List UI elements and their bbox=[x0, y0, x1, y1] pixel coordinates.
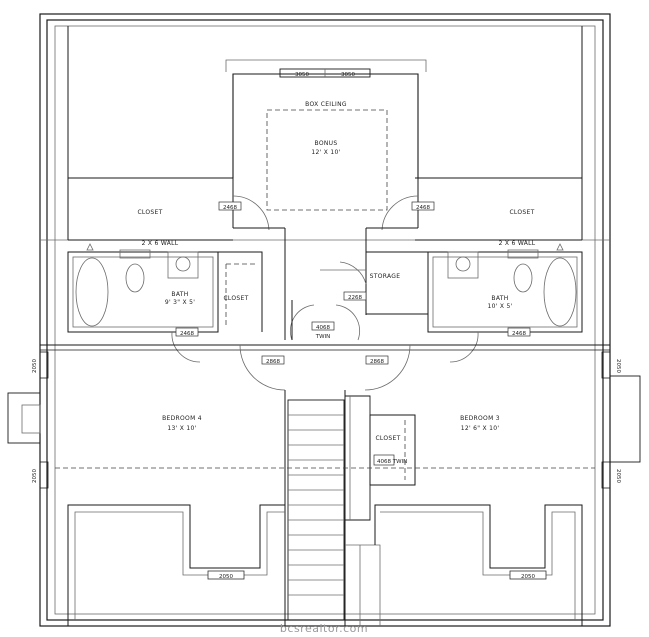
bath-closet-label: CLOSET bbox=[223, 295, 248, 302]
bonus-room-name: BONUS bbox=[315, 140, 338, 147]
storage-room bbox=[320, 251, 429, 315]
top-windows bbox=[279, 68, 371, 78]
wall-marker-left bbox=[86, 243, 94, 251]
storage-label: STORAGE bbox=[370, 273, 401, 280]
side-windows bbox=[39, 351, 611, 489]
window-tag-bottom-right: 2050 bbox=[521, 574, 535, 580]
window-tag-top-right: 3050 bbox=[341, 72, 355, 78]
bath-left-name: BATH bbox=[171, 291, 188, 298]
twin-label-stair: TWIN bbox=[392, 459, 408, 465]
bonus-room-size: 12' X 10' bbox=[311, 149, 340, 156]
bedroom-4-size: 13' X 10' bbox=[167, 425, 196, 432]
bedroom-4-name: BEDROOM 4 bbox=[162, 415, 202, 422]
closet-left-label: CLOSET bbox=[137, 209, 162, 216]
hall-twin-doors bbox=[289, 300, 361, 341]
window-tag-side-right-lower: 2050 bbox=[615, 469, 621, 483]
bedroom-3-size: 12' 6" X 10' bbox=[461, 425, 500, 432]
wall-label-left: 2 X 6 WALL bbox=[142, 240, 179, 247]
wall-marker-right bbox=[556, 243, 564, 251]
window-tag-bottom-left: 2050 bbox=[219, 574, 233, 580]
window-tag-top-left: 3050 bbox=[295, 72, 309, 78]
upper-attic-zones bbox=[40, 26, 610, 241]
box-ceiling-label: BOX CEILING bbox=[305, 101, 347, 108]
door-tag-twin-hall: 4068 bbox=[316, 325, 330, 331]
twin-label-hall: TWIN bbox=[315, 334, 331, 340]
bedroom-3-name: BEDROOM 3 bbox=[460, 415, 500, 422]
bath-left-door-swing bbox=[171, 331, 201, 363]
window-tag-side-right-upper: 2050 bbox=[615, 359, 621, 373]
closet-doors bbox=[232, 178, 419, 340]
bath-right-name: BATH bbox=[491, 295, 508, 302]
closet-right-label: CLOSET bbox=[509, 209, 534, 216]
door-tag-hall-right: 2868 bbox=[370, 359, 384, 365]
bath-left-size: 9' 3" X 5' bbox=[165, 299, 195, 306]
door-tag-twin-stair: 4068 bbox=[377, 459, 391, 465]
wall-label-right: 2 X 6 WALL bbox=[499, 240, 536, 247]
window-tag-side-left-lower: 2050 bbox=[32, 469, 38, 483]
door-tag-storage: 2268 bbox=[348, 295, 362, 301]
door-tag-bath-right: 2468 bbox=[512, 331, 526, 337]
stair-closet-label: CLOSET bbox=[375, 435, 400, 442]
box-ceiling-outline bbox=[266, 109, 388, 211]
bath-closet bbox=[218, 251, 263, 332]
door-tag-bath-left: 2468 bbox=[180, 331, 194, 337]
stair-closet bbox=[369, 414, 416, 486]
window-tag-side-left-upper: 2050 bbox=[32, 359, 38, 373]
door-tag-hall-left: 2868 bbox=[266, 359, 280, 365]
bath-right bbox=[427, 249, 583, 333]
watermark: bcsrealtor.com bbox=[280, 622, 368, 635]
exterior-bumps bbox=[7, 375, 641, 463]
bath-right-door-swing bbox=[449, 331, 479, 363]
bath-right-size: 10' X 5' bbox=[487, 303, 512, 310]
bottom-dormers bbox=[67, 504, 583, 626]
bedroom-walls bbox=[40, 344, 610, 626]
bath-left bbox=[67, 249, 219, 333]
door-tag-closet-right: 2468 bbox=[416, 205, 430, 211]
staircase bbox=[287, 395, 381, 626]
door-tag-closet-left: 2468 bbox=[223, 205, 237, 211]
